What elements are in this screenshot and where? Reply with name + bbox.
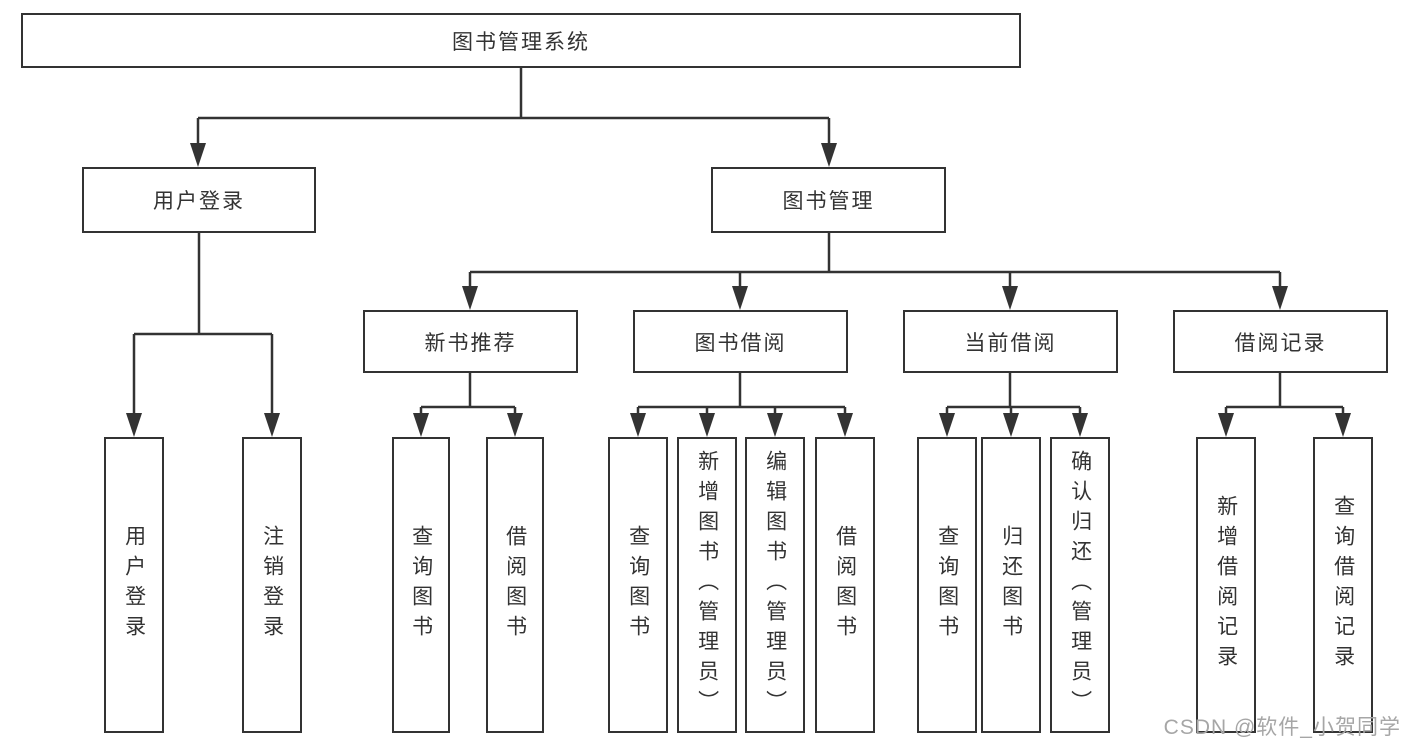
- edge-new-book-split: [419, 373, 517, 414]
- leaf-label: 新增借阅记录: [1214, 495, 1238, 675]
- leaf-query-borrow-record: 查询借阅记录: [1313, 437, 1373, 733]
- leaf-return-book: 归还图书: [981, 437, 1041, 733]
- edge-book-management-split: [468, 233, 1282, 288]
- leaf-add-book-admin: 新增图书（管理员）: [677, 437, 737, 733]
- arrowhead: [190, 143, 206, 167]
- node-root-library-system: 图书管理系统: [21, 13, 1021, 68]
- node-user-login: 用户登录: [82, 167, 316, 233]
- leaf-query-books-current: 查询图书: [917, 437, 977, 733]
- leaf-label: 新增图书（管理员）: [695, 450, 719, 720]
- edge-root-split: [196, 68, 831, 144]
- edge-current-borrow-split: [945, 373, 1082, 414]
- arrowhead: [507, 413, 523, 437]
- edge-borrow-records-split: [1224, 373, 1345, 414]
- arrowhead: [462, 286, 478, 310]
- leaf-label: 查询图书: [626, 525, 650, 645]
- node-current-borrow: 当前借阅: [903, 310, 1118, 373]
- leaf-label: 查询借阅记录: [1331, 495, 1355, 675]
- node-book-management: 图书管理: [711, 167, 946, 233]
- node-book-borrow: 图书借阅: [633, 310, 848, 373]
- arrowhead: [1003, 413, 1019, 437]
- arrowhead: [732, 286, 748, 310]
- arrowhead: [1218, 413, 1234, 437]
- leaf-edit-book-admin: 编辑图书（管理员）: [745, 437, 805, 733]
- node-borrow-records: 借阅记录: [1173, 310, 1388, 373]
- leaf-query-books-recommend: 查询图书: [392, 437, 450, 733]
- arrowhead: [630, 413, 646, 437]
- leaf-label: 借阅图书: [833, 525, 857, 645]
- leaf-label: 借阅图书: [503, 525, 527, 645]
- arrowhead: [1335, 413, 1351, 437]
- arrowhead: [1072, 413, 1088, 437]
- leaf-add-borrow-record: 新增借阅记录: [1196, 437, 1256, 733]
- leaf-borrow-book: 借阅图书: [815, 437, 875, 733]
- leaf-label: 查询图书: [935, 525, 959, 645]
- leaf-label: 查询图书: [409, 525, 433, 645]
- leaf-label: 用户登录: [122, 525, 146, 645]
- arrowhead: [699, 413, 715, 437]
- leaf-label: 编辑图书（管理员）: [763, 450, 787, 720]
- arrowhead: [1272, 286, 1288, 310]
- node-new-book-recommend: 新书推荐: [363, 310, 578, 373]
- leaf-confirm-return-admin: 确认归还（管理员）: [1050, 437, 1110, 733]
- edge-user-login-split: [132, 233, 274, 414]
- edge-book-borrow-split: [636, 373, 847, 414]
- arrowhead: [264, 413, 280, 437]
- arrowhead: [939, 413, 955, 437]
- arrowhead: [837, 413, 853, 437]
- leaf-label: 注销登录: [260, 525, 284, 645]
- leaf-user-login: 用户登录: [104, 437, 164, 733]
- leaf-query-books-borrow: 查询图书: [608, 437, 668, 733]
- csdn-watermark: CSDN @软件_小贺同学: [1163, 716, 1401, 739]
- arrowhead: [821, 143, 837, 167]
- leaf-borrow-books-recommend: 借阅图书: [486, 437, 544, 733]
- arrowhead: [1002, 286, 1018, 310]
- arrowhead: [126, 413, 142, 437]
- arrowhead: [413, 413, 429, 437]
- leaf-label: 确认归还（管理员）: [1068, 450, 1092, 720]
- leaf-logout: 注销登录: [242, 437, 302, 733]
- arrowhead: [767, 413, 783, 437]
- leaf-label: 归还图书: [999, 525, 1023, 645]
